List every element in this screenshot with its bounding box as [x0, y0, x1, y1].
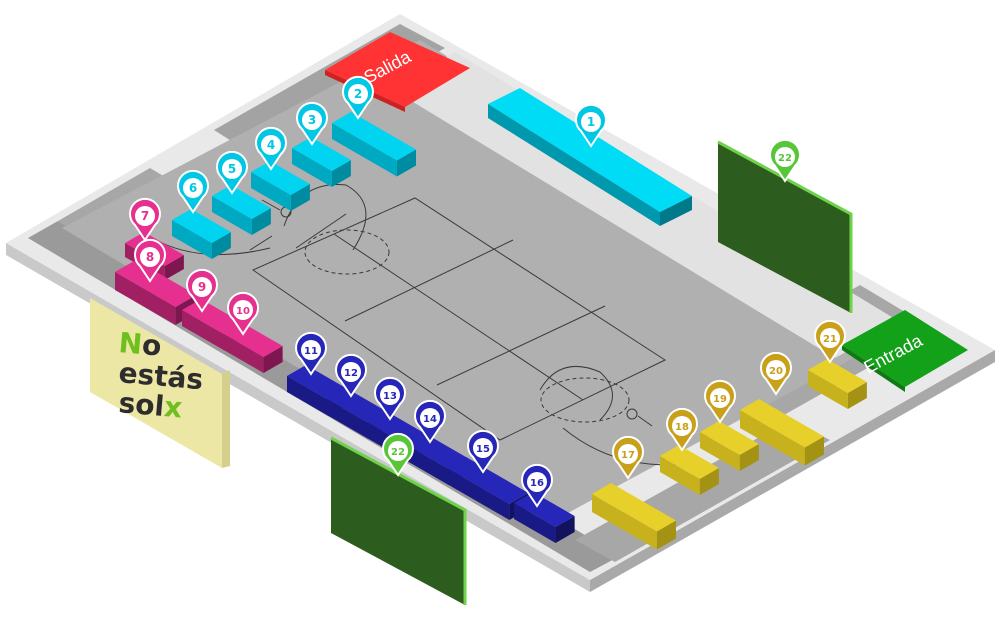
- sign-line2: estás: [117, 356, 204, 396]
- sign-line3-start: sol: [117, 386, 165, 423]
- stand-block-18[interactable]: [660, 445, 719, 495]
- marker-number-16: 16: [530, 478, 544, 489]
- stand-block-20[interactable]: [740, 399, 825, 466]
- marker-pin-7[interactable]: 7: [129, 197, 161, 242]
- marker-pin-21[interactable]: 21: [814, 319, 846, 364]
- marker-pin-9[interactable]: 9: [186, 268, 218, 313]
- marker-pin-19[interactable]: 19: [704, 379, 736, 424]
- entrance-zone[interactable]: Entrada: [842, 310, 968, 392]
- sign-letter-x: x: [163, 390, 184, 424]
- marker-pin-5[interactable]: 5: [216, 150, 248, 195]
- marker-pin-18[interactable]: 18: [666, 407, 698, 452]
- screen-panel-right[interactable]: [717, 140, 853, 313]
- marker-number-10: 10: [236, 306, 250, 317]
- marker-pin-13[interactable]: 13: [374, 376, 406, 421]
- stand-block-3[interactable]: [292, 137, 351, 187]
- marker-number-13: 13: [383, 391, 397, 402]
- marker-number-9: 9: [198, 280, 206, 294]
- no-estas-solx-sign: No estás solx: [90, 298, 230, 468]
- sign-letter-n: N: [117, 326, 143, 361]
- marker-number-20: 20: [769, 366, 783, 377]
- marker-number-22: 22: [391, 447, 405, 458]
- marker-pin-1[interactable]: 1: [575, 103, 607, 148]
- marker-number-18: 18: [675, 422, 689, 433]
- marker-pin-8[interactable]: 8: [134, 238, 166, 283]
- marker-pin-16[interactable]: 16: [521, 463, 553, 508]
- marker-number-3: 3: [308, 113, 316, 127]
- svg-text:solx: solx: [117, 386, 183, 424]
- marker-number-17: 17: [621, 450, 635, 461]
- marker-pin-6[interactable]: 6: [177, 169, 209, 214]
- marker-number-11: 11: [304, 346, 318, 357]
- stand-block-6[interactable]: [172, 209, 231, 259]
- stand-block-2[interactable]: [332, 112, 417, 177]
- marker-number-1: 1: [587, 115, 595, 129]
- marker-pin-14[interactable]: 14: [414, 399, 446, 444]
- marker-pin-20[interactable]: 20: [760, 351, 792, 396]
- stand-block-17[interactable]: [592, 483, 677, 550]
- stand-block-10[interactable]: [222, 322, 283, 373]
- marker-number-5: 5: [228, 162, 236, 176]
- stand-block-4[interactable]: [251, 161, 310, 211]
- marker-pin-12[interactable]: 12: [335, 353, 367, 398]
- marker-number-7: 7: [141, 209, 149, 223]
- marker-number-21: 21: [823, 334, 837, 345]
- screen-panel-bottom[interactable]: [330, 436, 467, 605]
- marker-number-4: 4: [267, 138, 275, 152]
- marker-number-8: 8: [146, 250, 154, 264]
- marker-pin-22[interactable]: 22: [769, 138, 801, 183]
- marker-number-19: 19: [713, 394, 727, 405]
- marker-number-15: 15: [476, 444, 490, 455]
- stand-block-21[interactable]: [808, 359, 867, 409]
- marker-pin-4[interactable]: 4: [255, 126, 287, 171]
- marker-pin-2[interactable]: 2: [342, 75, 374, 120]
- marker-number-22: 22: [778, 153, 792, 164]
- marker-number-6: 6: [189, 181, 197, 195]
- sign-line1-rest: o: [141, 328, 163, 363]
- marker-pin-17[interactable]: 17: [612, 435, 644, 480]
- stand-bar-1[interactable]: [488, 88, 692, 226]
- marker-number-14: 14: [423, 414, 437, 425]
- stand-block-19[interactable]: [700, 421, 759, 471]
- marker-pin-11[interactable]: 11: [295, 331, 327, 376]
- marker-number-12: 12: [344, 368, 358, 379]
- marker-number-2: 2: [354, 87, 362, 101]
- basketball-court-lines: [151, 184, 701, 466]
- stand-block-16[interactable]: [514, 492, 575, 543]
- marker-pin-15[interactable]: 15: [467, 429, 499, 474]
- marker-pin-10[interactable]: 10: [227, 291, 259, 336]
- marker-pin-22[interactable]: 22: [382, 432, 414, 477]
- stand-block-5[interactable]: [212, 185, 271, 235]
- svg-text:No: No: [117, 326, 162, 363]
- marker-pin-3[interactable]: 3: [296, 101, 328, 146]
- stand-blocks: [115, 112, 867, 550]
